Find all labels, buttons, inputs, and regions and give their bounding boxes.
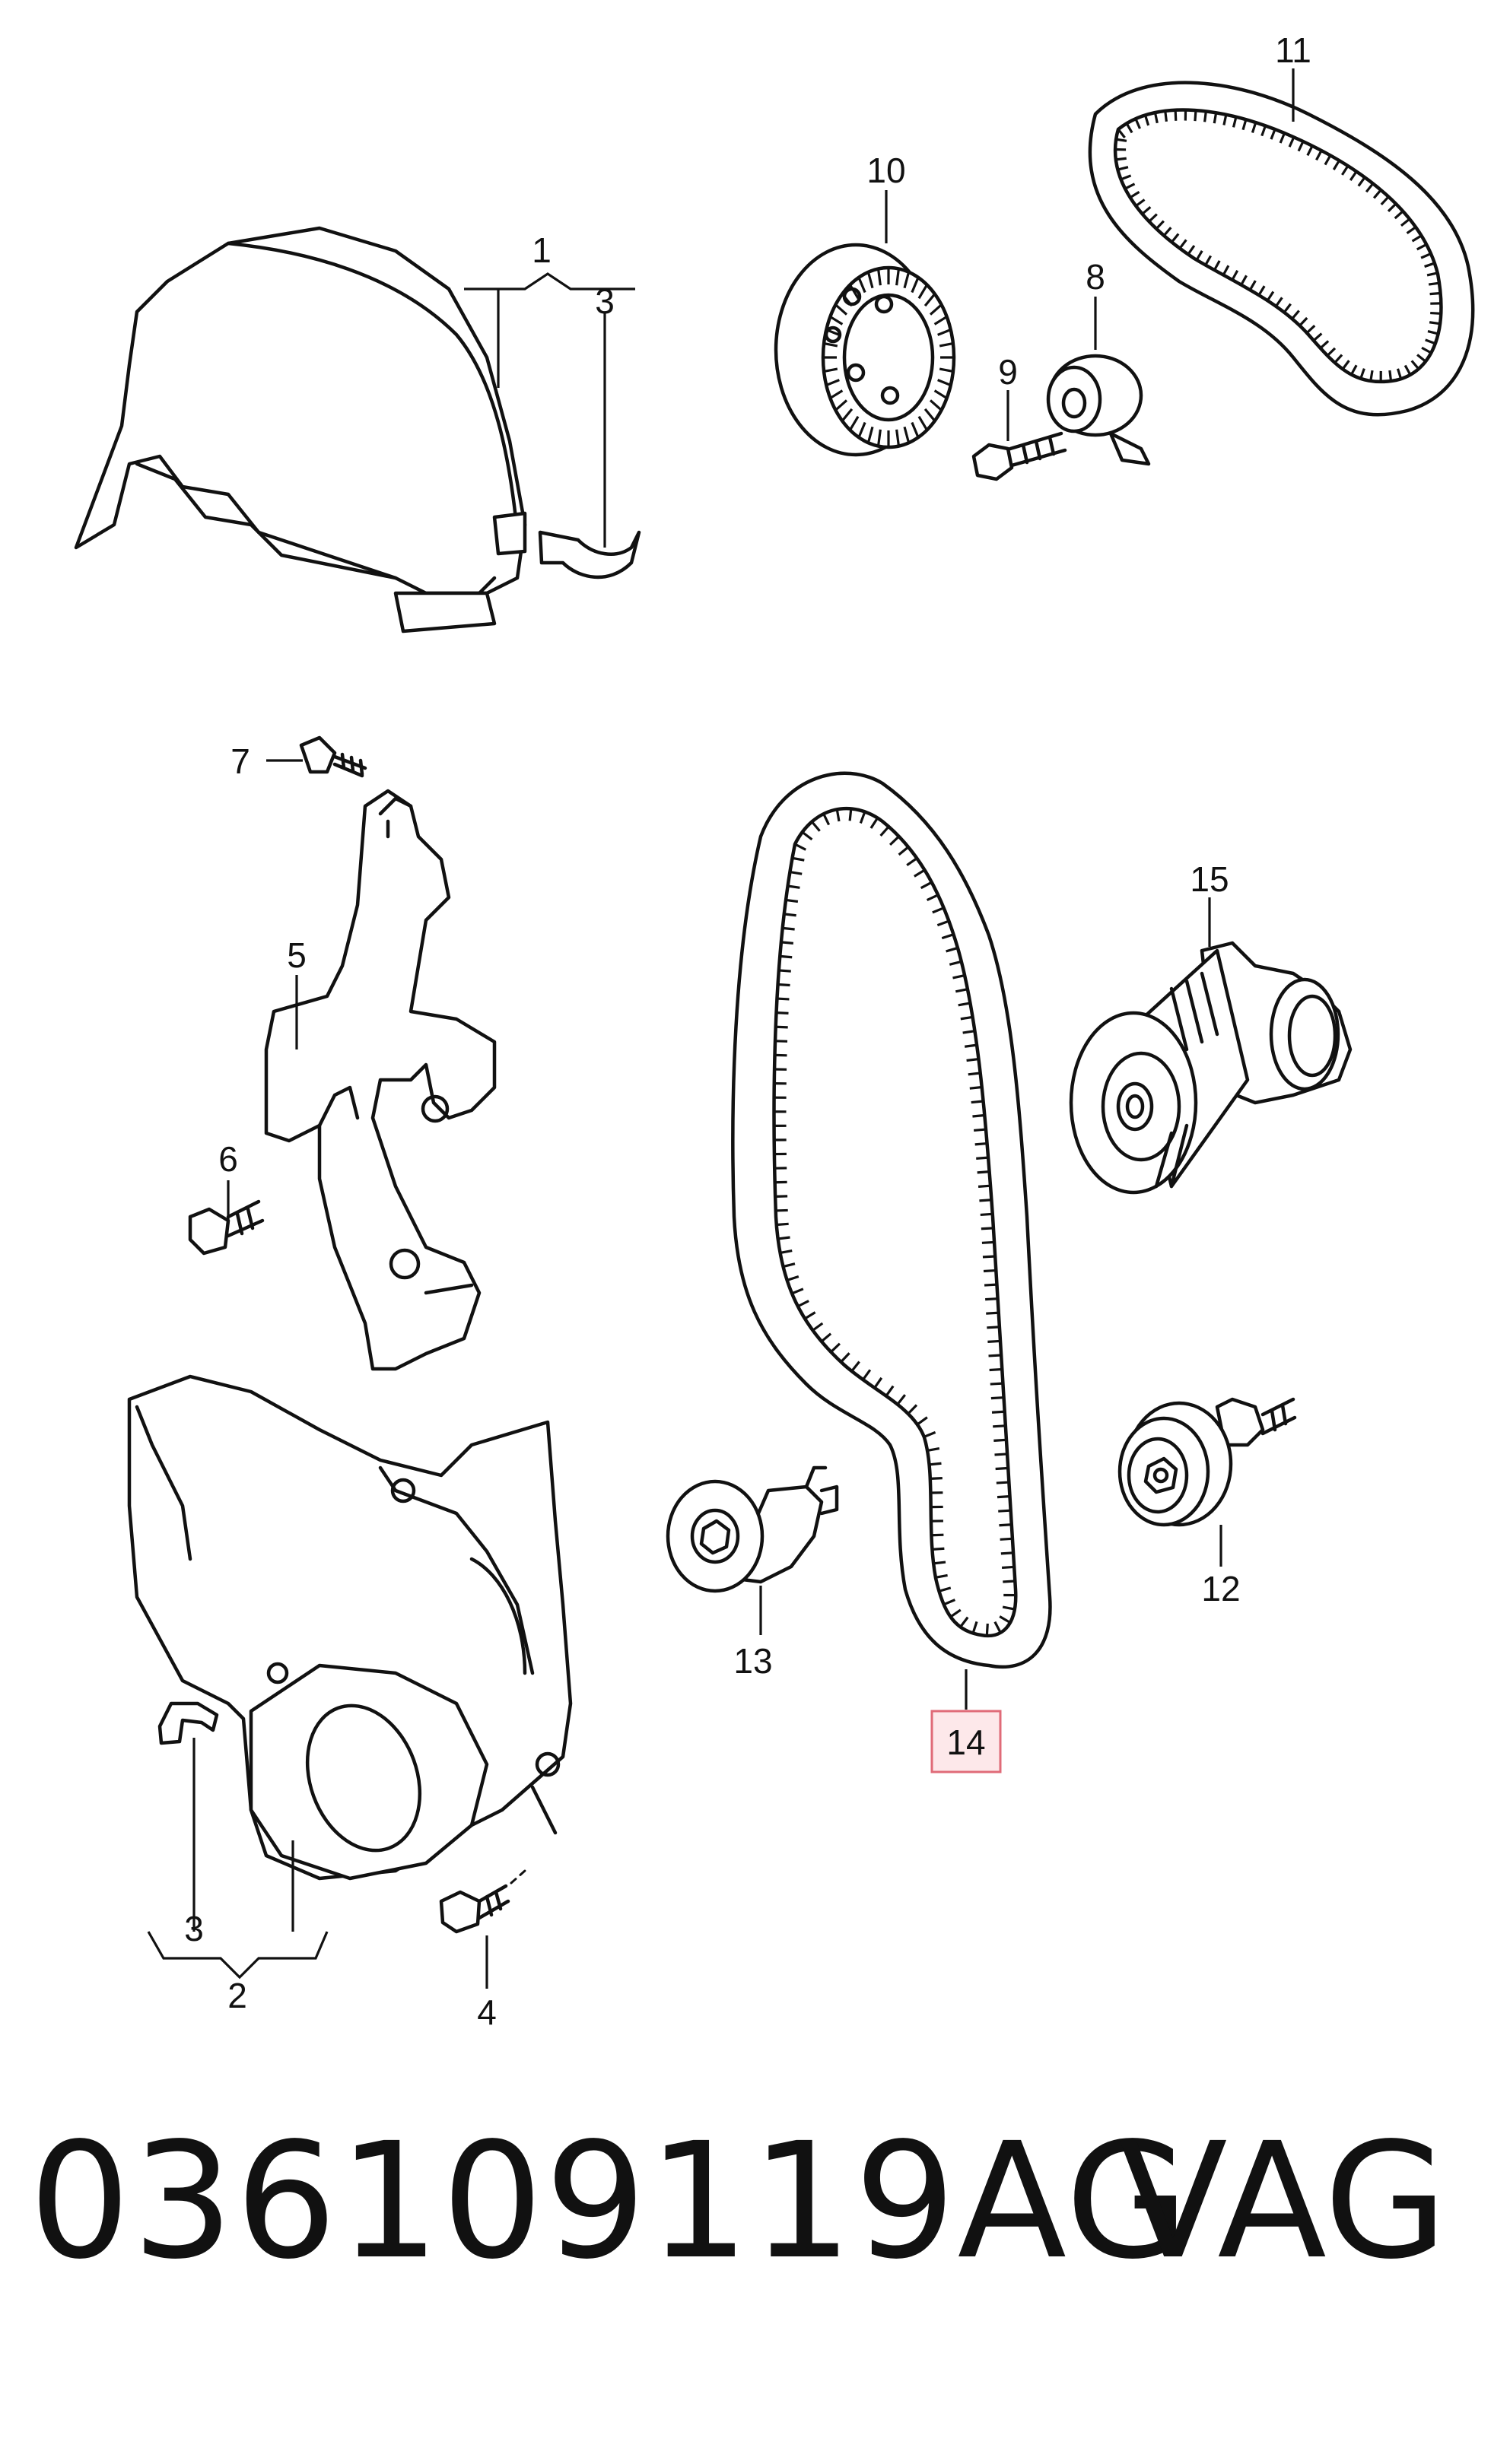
bolt-4[interactable] [439, 1869, 526, 1934]
rear-timing-guard[interactable] [264, 789, 497, 1371]
upper-timing-cover[interactable] [74, 226, 527, 633]
callout-9[interactable]: 9 [998, 352, 1018, 392]
auxiliary-toothed-belt[interactable] [1088, 81, 1475, 417]
timing-belt[interactable] [731, 771, 1052, 1669]
callout-14-highlight [930, 1710, 1002, 1773]
callout-6[interactable]: 6 [218, 1139, 238, 1179]
clip-3-top[interactable] [538, 530, 641, 579]
bolt-6[interactable] [188, 1199, 265, 1256]
callout-7[interactable]: 7 [230, 741, 250, 781]
callout-3-top[interactable]: 3 [595, 281, 615, 321]
water-pump[interactable] [1069, 941, 1353, 1195]
callout-1[interactable]: 1 [532, 230, 552, 270]
callout-12[interactable]: 12 [1201, 1569, 1240, 1608]
part-number: 036109119AG [29, 2108, 1191, 2294]
clip-3-bottom[interactable] [157, 1701, 219, 1745]
bolt-7[interactable] [299, 735, 367, 778]
callout-2[interactable]: 2 [227, 1976, 247, 2015]
callout-4[interactable]: 4 [477, 1992, 497, 2032]
camshaft-sprocket[interactable] [774, 243, 956, 457]
callout-15[interactable]: 15 [1190, 859, 1229, 899]
callout-8[interactable]: 8 [1086, 257, 1105, 297]
callout-14[interactable]: 14 [946, 1723, 985, 1762]
callout-13[interactable]: 13 [733, 1641, 772, 1681]
brand-label: VAG [1118, 2108, 1448, 2294]
callout-10[interactable]: 10 [866, 151, 905, 190]
tensioner-roller[interactable] [666, 1465, 839, 1593]
tensioner-pulley-8[interactable] [1046, 354, 1151, 466]
idler-pulley[interactable] [1117, 1397, 1297, 1527]
callout-11[interactable]: 11 [1275, 30, 1311, 70]
leader-lines [147, 68, 1295, 1989]
lower-timing-cover[interactable] [127, 1374, 573, 1881]
bolt-9[interactable] [971, 431, 1067, 481]
callout-3-bottom[interactable]: 3 [184, 1909, 204, 1948]
callout-5[interactable]: 5 [287, 935, 307, 975]
